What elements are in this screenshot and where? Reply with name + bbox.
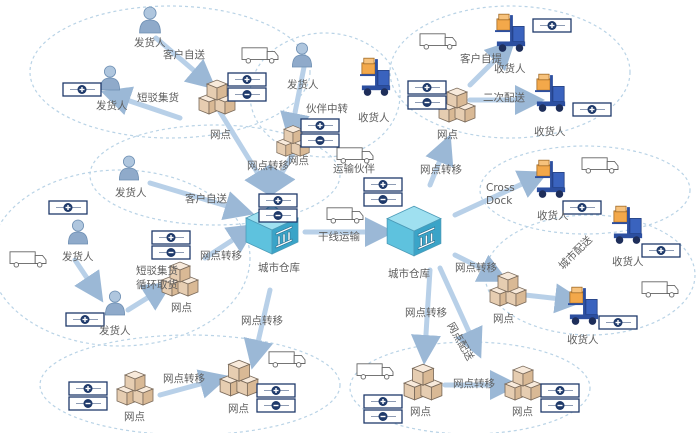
plus-minus-control xyxy=(151,230,191,260)
label-outlet: 网点 xyxy=(493,313,514,325)
forklift-icon xyxy=(612,205,643,245)
warehouse-icon xyxy=(386,205,442,257)
label-outlet-transfer: 网点转移 xyxy=(247,159,289,172)
truck-icon xyxy=(356,363,394,380)
label-shipper: 发货人 xyxy=(115,186,147,199)
label-outlet: 网点 xyxy=(288,155,309,167)
label-receiver: 收货人 xyxy=(612,255,644,268)
plus-minus-control xyxy=(363,394,403,424)
plus-icon xyxy=(532,18,572,33)
plus-icon xyxy=(641,243,681,258)
label-short-haul-cyclic-2: 循环取货 xyxy=(136,278,178,291)
label-short-haul-consolidation: 短驳集货 xyxy=(137,91,179,104)
truck-icon xyxy=(268,351,306,368)
person-icon xyxy=(118,155,140,181)
label-shipper: 发货人 xyxy=(99,324,131,337)
label-city-warehouse: 城市仓库 xyxy=(258,261,300,274)
label-customer-self-pickup: 客户自提 xyxy=(460,52,502,65)
label-outlet-transfer: 网点转移 xyxy=(455,261,497,274)
truck-icon xyxy=(9,251,47,268)
label-trunk-transport: 干线运输 xyxy=(318,230,360,243)
label-outlet-transfer: 网点转移 xyxy=(453,377,495,390)
plus-icon xyxy=(62,82,102,97)
person-icon xyxy=(139,6,161,34)
label-receiver: 收货人 xyxy=(537,209,569,222)
plus-minus-control xyxy=(227,72,267,102)
person-icon xyxy=(291,42,313,68)
label-shipper: 发货人 xyxy=(96,99,128,112)
plus-minus-control xyxy=(256,383,296,413)
forklift-icon xyxy=(535,73,566,113)
truck-icon xyxy=(326,207,364,224)
label-receiver: 收货人 xyxy=(494,62,526,75)
forklift-icon xyxy=(495,13,526,53)
label-outlet: 网点 xyxy=(124,411,145,423)
person-icon xyxy=(67,219,89,245)
plus-minus-control xyxy=(540,383,580,413)
box-stack-icon xyxy=(403,363,443,401)
label-shipper: 发货人 xyxy=(62,250,94,263)
plus-icon xyxy=(562,200,602,215)
label-shipper: 发货人 xyxy=(134,36,166,49)
truck-icon xyxy=(419,33,457,50)
forklift-icon xyxy=(360,57,391,97)
label-outlet: 网点 xyxy=(171,302,192,314)
label-outlet: 网点 xyxy=(512,406,533,418)
label-outlet-transfer: 网点转移 xyxy=(200,249,242,262)
plus-minus-control xyxy=(300,118,340,148)
plus-minus-control xyxy=(258,193,298,223)
flow-arrows xyxy=(72,35,585,400)
label-outlet: 网点 xyxy=(210,129,231,141)
truck-icon xyxy=(581,157,619,174)
plus-minus-control xyxy=(407,80,447,110)
forklift-icon xyxy=(568,286,599,326)
label-transport-partner: 运输伙伴 xyxy=(333,162,375,175)
person-icon xyxy=(99,65,121,91)
plus-minus-widgets[interactable] xyxy=(48,18,681,424)
label-outlet: 网点 xyxy=(228,403,249,415)
label-receiver: 收货人 xyxy=(534,125,566,138)
plus-icon xyxy=(572,102,612,117)
label-outlet-transfer: 网点转移 xyxy=(241,314,283,327)
label-customer-self-delivery: 客户自送 xyxy=(163,48,205,61)
plus-icon xyxy=(598,315,638,330)
label-cross-dock-1: Cross xyxy=(486,182,515,194)
label-receiver: 收货人 xyxy=(567,333,599,346)
label-outlet-transfer: 网点转移 xyxy=(163,372,205,385)
label-secondary-delivery: 二次配送 xyxy=(483,91,525,104)
person-icon xyxy=(104,290,126,316)
plus-minus-control xyxy=(363,177,403,207)
label-partner-transfer: 伙伴中转 xyxy=(306,102,348,115)
truck-icon xyxy=(241,47,279,64)
label-outlet: 网点 xyxy=(437,129,458,141)
plus-icon xyxy=(48,200,88,215)
label-city-delivery: 城市配送 xyxy=(556,233,595,272)
plus-minus-control xyxy=(68,381,108,411)
label-cross-dock-2: Dock xyxy=(486,195,513,207)
forklift-icon xyxy=(535,159,566,199)
truck-icon xyxy=(641,281,679,298)
label-shipper: 发货人 xyxy=(287,78,319,91)
label-receiver: 收货人 xyxy=(358,111,390,124)
truck-icon xyxy=(336,147,374,164)
box-stack-icon xyxy=(219,359,259,397)
diagram-labels: 发货人 发货人 发货人 发货人 发货人 发货人 收货人 收货人 收货人 收货人 … xyxy=(62,36,644,423)
label-customer-self-delivery: 客户自送 xyxy=(185,192,227,205)
box-stack-icon xyxy=(504,365,542,401)
label-short-haul-cyclic-1: 短驳集货 xyxy=(136,264,178,277)
box-stack-icon xyxy=(116,370,154,406)
label-city-warehouse: 城市仓库 xyxy=(388,267,430,280)
label-outlet: 网点 xyxy=(410,406,431,418)
label-outlet-transfer: 网点转移 xyxy=(420,163,462,176)
label-outlet-transfer: 网点转移 xyxy=(405,306,447,319)
